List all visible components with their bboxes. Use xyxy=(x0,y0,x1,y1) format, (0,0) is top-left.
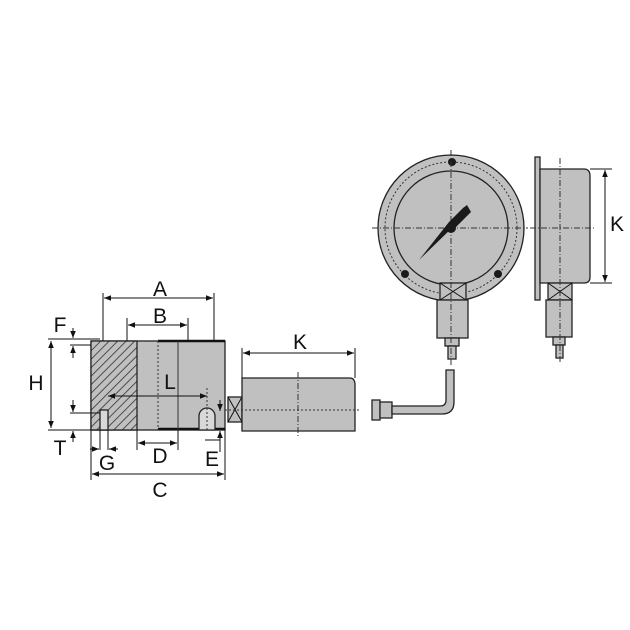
label-a: A xyxy=(153,278,167,301)
needle-hub xyxy=(446,223,456,233)
label-d: D xyxy=(152,445,167,468)
cylinder xyxy=(90,339,226,431)
label-f: F xyxy=(54,314,67,337)
mounting-hole xyxy=(99,409,109,431)
cylinder-dimensions: A B H F T G D E C L xyxy=(28,278,226,502)
label-h: H xyxy=(28,372,43,395)
gauge-side-body xyxy=(539,168,591,284)
cylinder-section-hatch xyxy=(90,340,138,431)
bolt-top xyxy=(448,158,456,166)
gauge-stem xyxy=(436,299,469,339)
label-l: L xyxy=(164,371,176,394)
gauge-needle xyxy=(419,222,455,260)
label-t: T xyxy=(54,437,67,460)
pump-body xyxy=(241,377,356,432)
coupler-port xyxy=(198,407,216,431)
label-g: G xyxy=(99,452,115,475)
label-e: E xyxy=(205,448,219,471)
hose-pipe xyxy=(391,369,455,415)
label-c: C xyxy=(152,479,167,502)
bolt-left xyxy=(401,270,409,278)
label-k-pump: K xyxy=(293,331,307,354)
label-b: B xyxy=(153,305,167,328)
pressure-gauge-side: K xyxy=(530,156,624,362)
hose-fitting xyxy=(371,369,455,421)
pump-unit: K xyxy=(225,331,360,436)
label-k-gauge: K xyxy=(610,213,624,236)
bolt-right xyxy=(494,270,502,278)
pressure-gauge-front xyxy=(372,150,528,365)
